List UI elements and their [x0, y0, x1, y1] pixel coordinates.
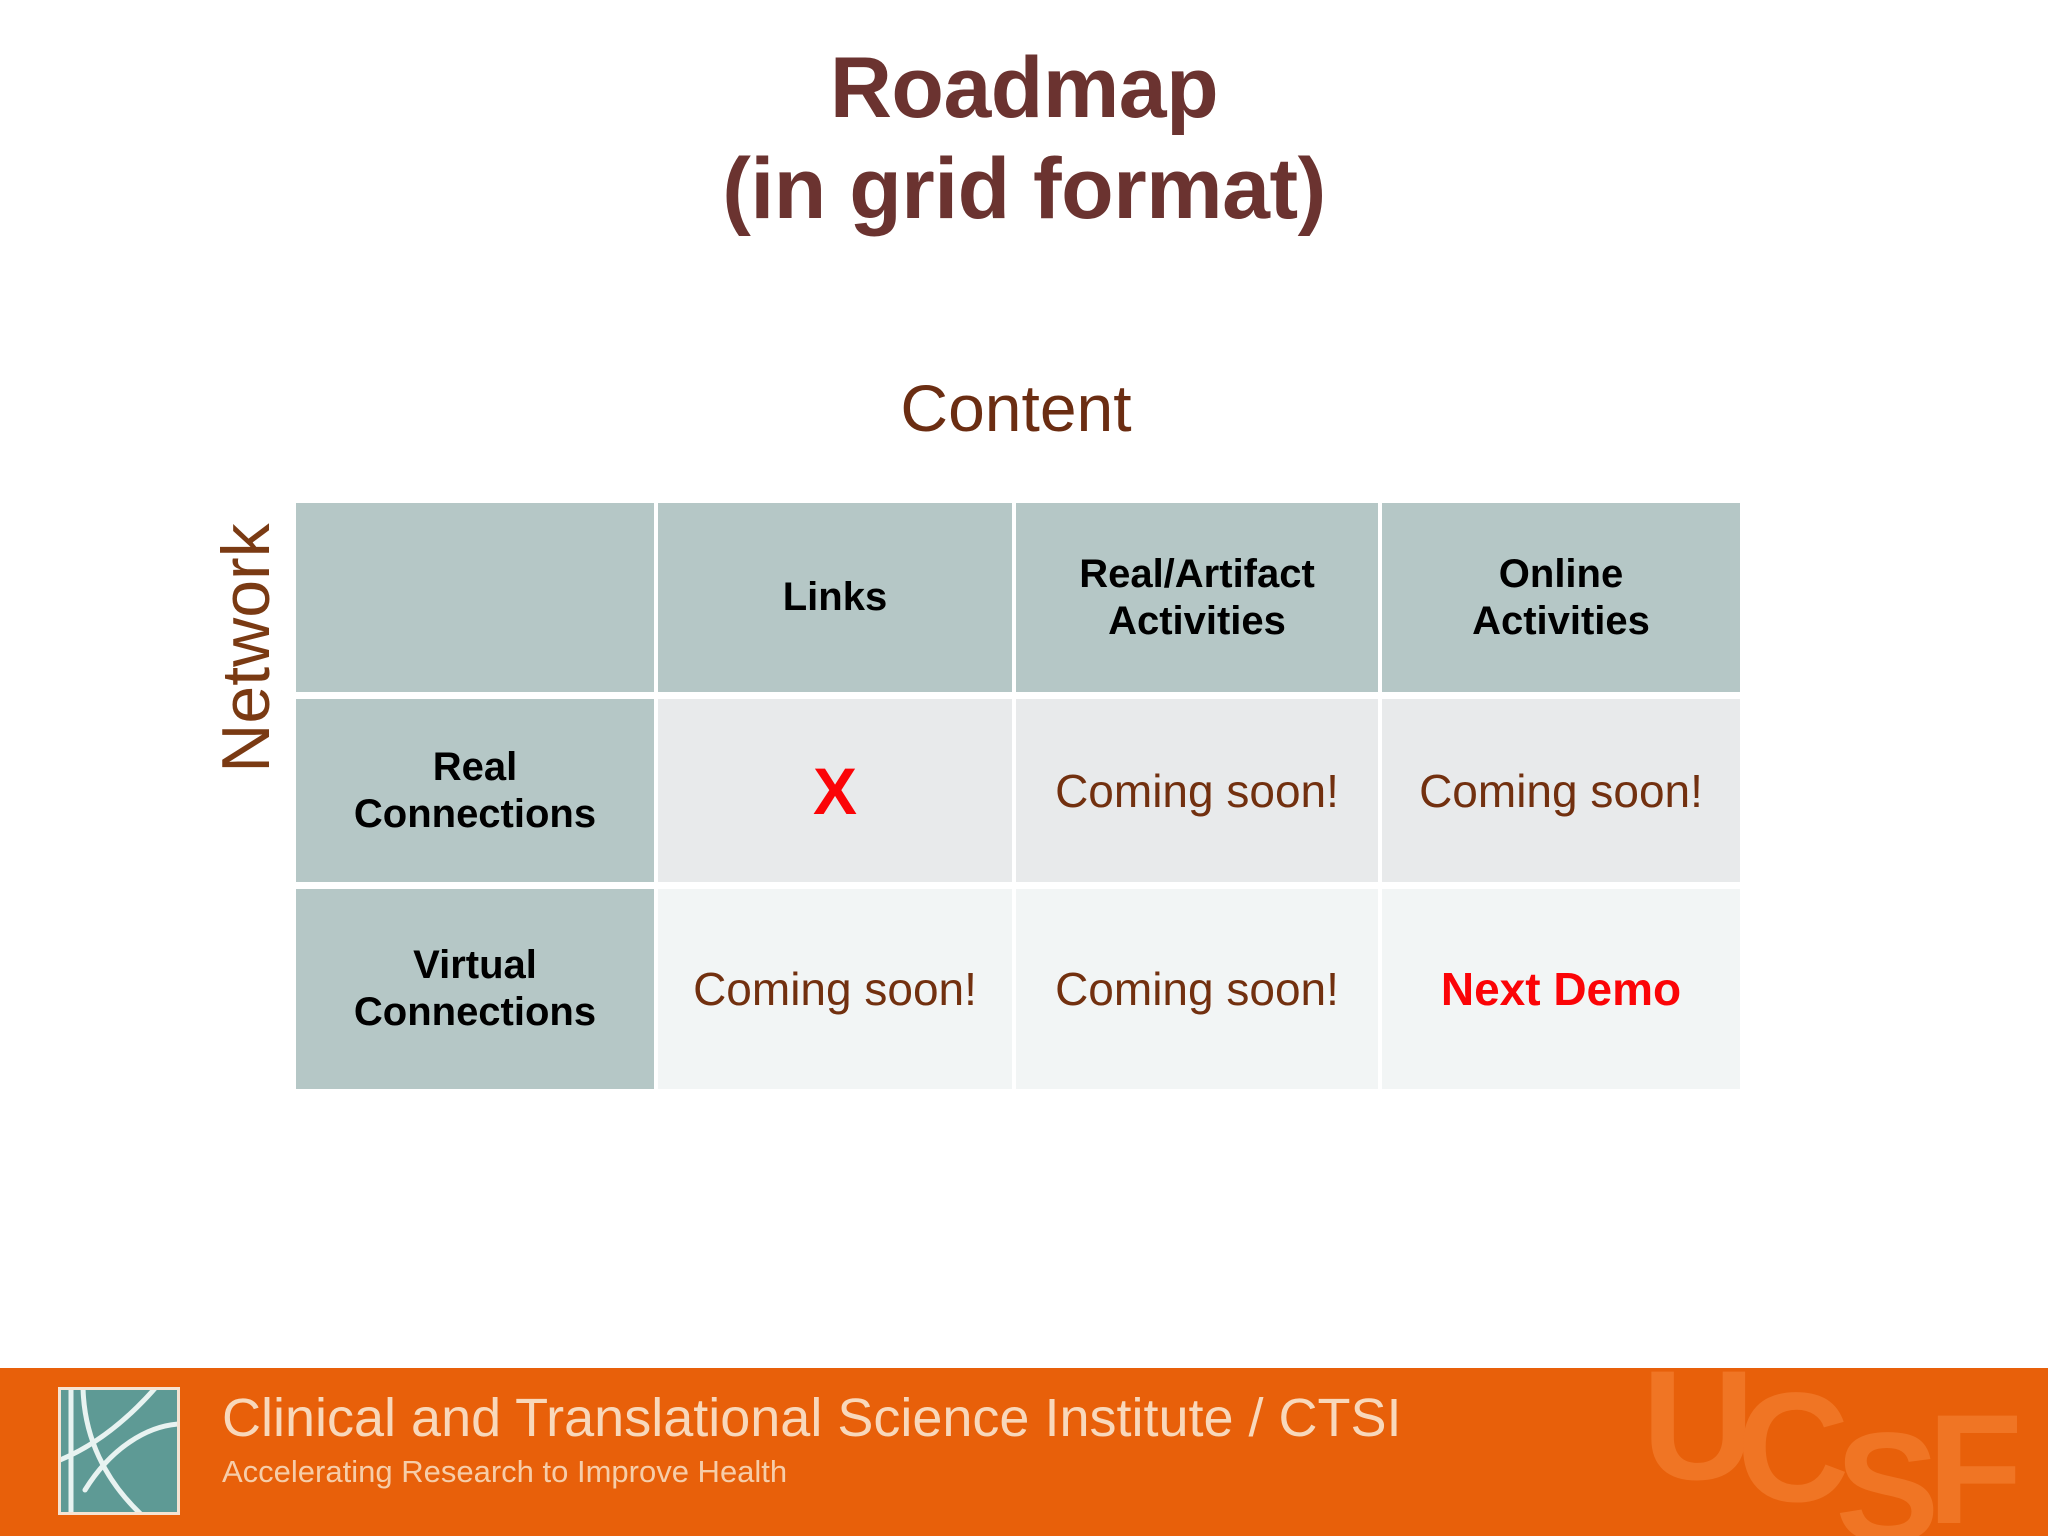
status-text: Coming soon!: [1055, 963, 1339, 1015]
ucsf-watermark: UCSF: [0, 1368, 2023, 1536]
cell-virtual-online: Next Demo: [1382, 889, 1740, 1089]
column-header-online-activities: Online Activities: [1382, 503, 1740, 692]
cell-virtual-real-artifact: Coming soon!: [1016, 889, 1378, 1089]
row-axis-label: Network: [208, 523, 284, 773]
column-header-online-line-2: Activities: [1472, 598, 1650, 643]
status-text: Coming soon!: [1419, 764, 1703, 817]
watermark-letter-s: S: [1835, 1401, 1939, 1536]
column-header-real-artifact-activities: Real/Artifact Activities: [1016, 503, 1378, 692]
row-header-virtual-line-2: Connections: [353, 990, 597, 1034]
footer-institute-title: Clinical and Translational Science Insti…: [222, 1388, 1402, 1448]
status-text: Coming soon!: [693, 963, 977, 1015]
column-axis-label: Content: [900, 371, 1132, 445]
footer-text-block: Clinical and Translational Science Insti…: [222, 1390, 1522, 1489]
page-title-line-1: Roadmap: [829, 40, 1219, 136]
status-text: Coming soon!: [1055, 764, 1339, 817]
footer-bar: UCSF: [0, 1368, 2048, 1536]
row-axis-label-container: Network: [198, 498, 294, 798]
watermark-letter-f: F: [1927, 1383, 2022, 1536]
page-title: Roadmap (in grid format): [0, 38, 2048, 239]
cell-real-online: Coming soon!: [1382, 699, 1740, 882]
page-title-line-2: (in grid format): [722, 140, 1326, 237]
cell-real-links: X: [658, 699, 1012, 882]
row-header-virtual-line-1: Virtual: [413, 943, 537, 988]
x-mark-icon: X: [812, 753, 858, 828]
row-header-virtual-connections: Virtual Connections: [296, 889, 654, 1089]
column-header-real-line-2: Activities: [1108, 598, 1286, 643]
corner-cell: [296, 503, 654, 692]
cell-real-real-artifact: Coming soon!: [1016, 699, 1378, 882]
table-row: Real Connections X Coming soon! Coming s…: [296, 699, 1740, 882]
column-header-links: Links: [658, 503, 1012, 692]
row-header-real-connections: Real Connections: [296, 699, 654, 882]
column-header-online-line-1: Online: [1498, 551, 1624, 596]
column-header-real-line-1: Real/Artifact: [1079, 551, 1315, 596]
table-row: Virtual Connections Coming soon! Coming …: [296, 889, 1740, 1089]
watermark-letter-u: U: [1642, 1368, 1755, 1513]
roadmap-grid: Links Real/Artifact Activities Online Ac…: [292, 496, 1744, 1096]
ctsi-logo-icon: [58, 1387, 180, 1515]
next-demo-badge: Next Demo: [1440, 963, 1682, 1015]
row-header-real-line-2: Connections: [353, 791, 597, 836]
table-header-row: Links Real/Artifact Activities Online Ac…: [296, 503, 1740, 692]
watermark-letter-c: C: [1736, 1368, 1850, 1535]
cell-virtual-links: Coming soon!: [658, 889, 1012, 1089]
column-header-links-line-1: Links: [782, 575, 888, 620]
footer-tagline: Accelerating Research to Improve Health: [222, 1453, 788, 1489]
row-header-real-line-1: Real: [432, 744, 518, 789]
